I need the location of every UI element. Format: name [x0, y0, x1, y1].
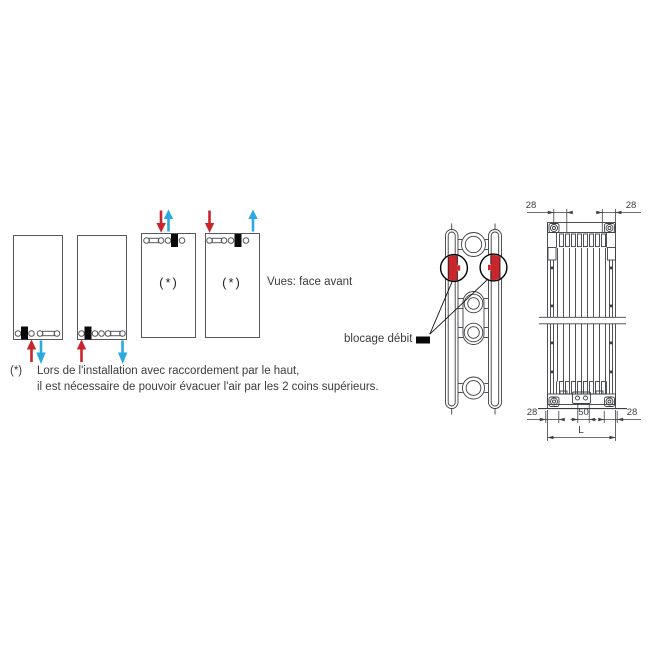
dimension-lines	[527, 209, 641, 441]
dim-bottom-left: 28	[526, 407, 538, 418]
panel-3-outlet-arrow	[163, 209, 174, 232]
dim-top-right: 28	[625, 200, 637, 211]
panel-2-outlet-arrow	[118, 340, 128, 364]
views-caption: Vues: face avant	[267, 276, 353, 288]
flow-block-callout	[416, 278, 489, 344]
flow-block-mark	[21, 326, 28, 340]
flow-block-swatch	[416, 336, 430, 344]
panel-2-front-view	[77, 235, 127, 340]
footnote-marker: (*)	[10, 365, 23, 377]
flow-block-magnifier-left	[439, 253, 469, 283]
flow-block-mark	[84, 326, 92, 340]
flow-block-label: blocage débit	[344, 333, 413, 345]
radiator-front-view	[538, 222, 627, 410]
footnote-line-2: il est nécessaire de pouvoir évacuer l'a…	[37, 381, 379, 393]
dim-bottom-center: 50	[578, 407, 589, 418]
panel-1-outlet-arrow	[36, 340, 46, 364]
panel-4-outlet-arrow	[248, 209, 258, 232]
dim-overall-width: L	[578, 425, 584, 436]
dim-top-left: 28	[525, 200, 537, 211]
panel-4-inlet-arrow	[204, 210, 215, 233]
panel-4-asterisk: (*)	[222, 275, 242, 290]
footnote-line-1: Lors de l'installation avec raccordement…	[37, 365, 300, 377]
panel-2-inlet-arrow	[76, 339, 87, 362]
flow-block-magnifier-right	[479, 253, 508, 282]
panel-3-front-view	[141, 233, 196, 338]
radiator-section-view	[445, 223, 502, 415]
panel-3-asterisk: (*)	[159, 275, 179, 290]
flow-block-mark	[234, 234, 242, 247]
panel-1-front-view	[13, 235, 63, 340]
dim-bottom-right: 28	[626, 407, 638, 418]
panel-4-front-view	[205, 233, 260, 338]
panel-1-inlet-arrow	[26, 339, 37, 362]
flow-block-mark	[171, 234, 178, 247]
panel-3-inlet-arrow	[156, 210, 166, 233]
